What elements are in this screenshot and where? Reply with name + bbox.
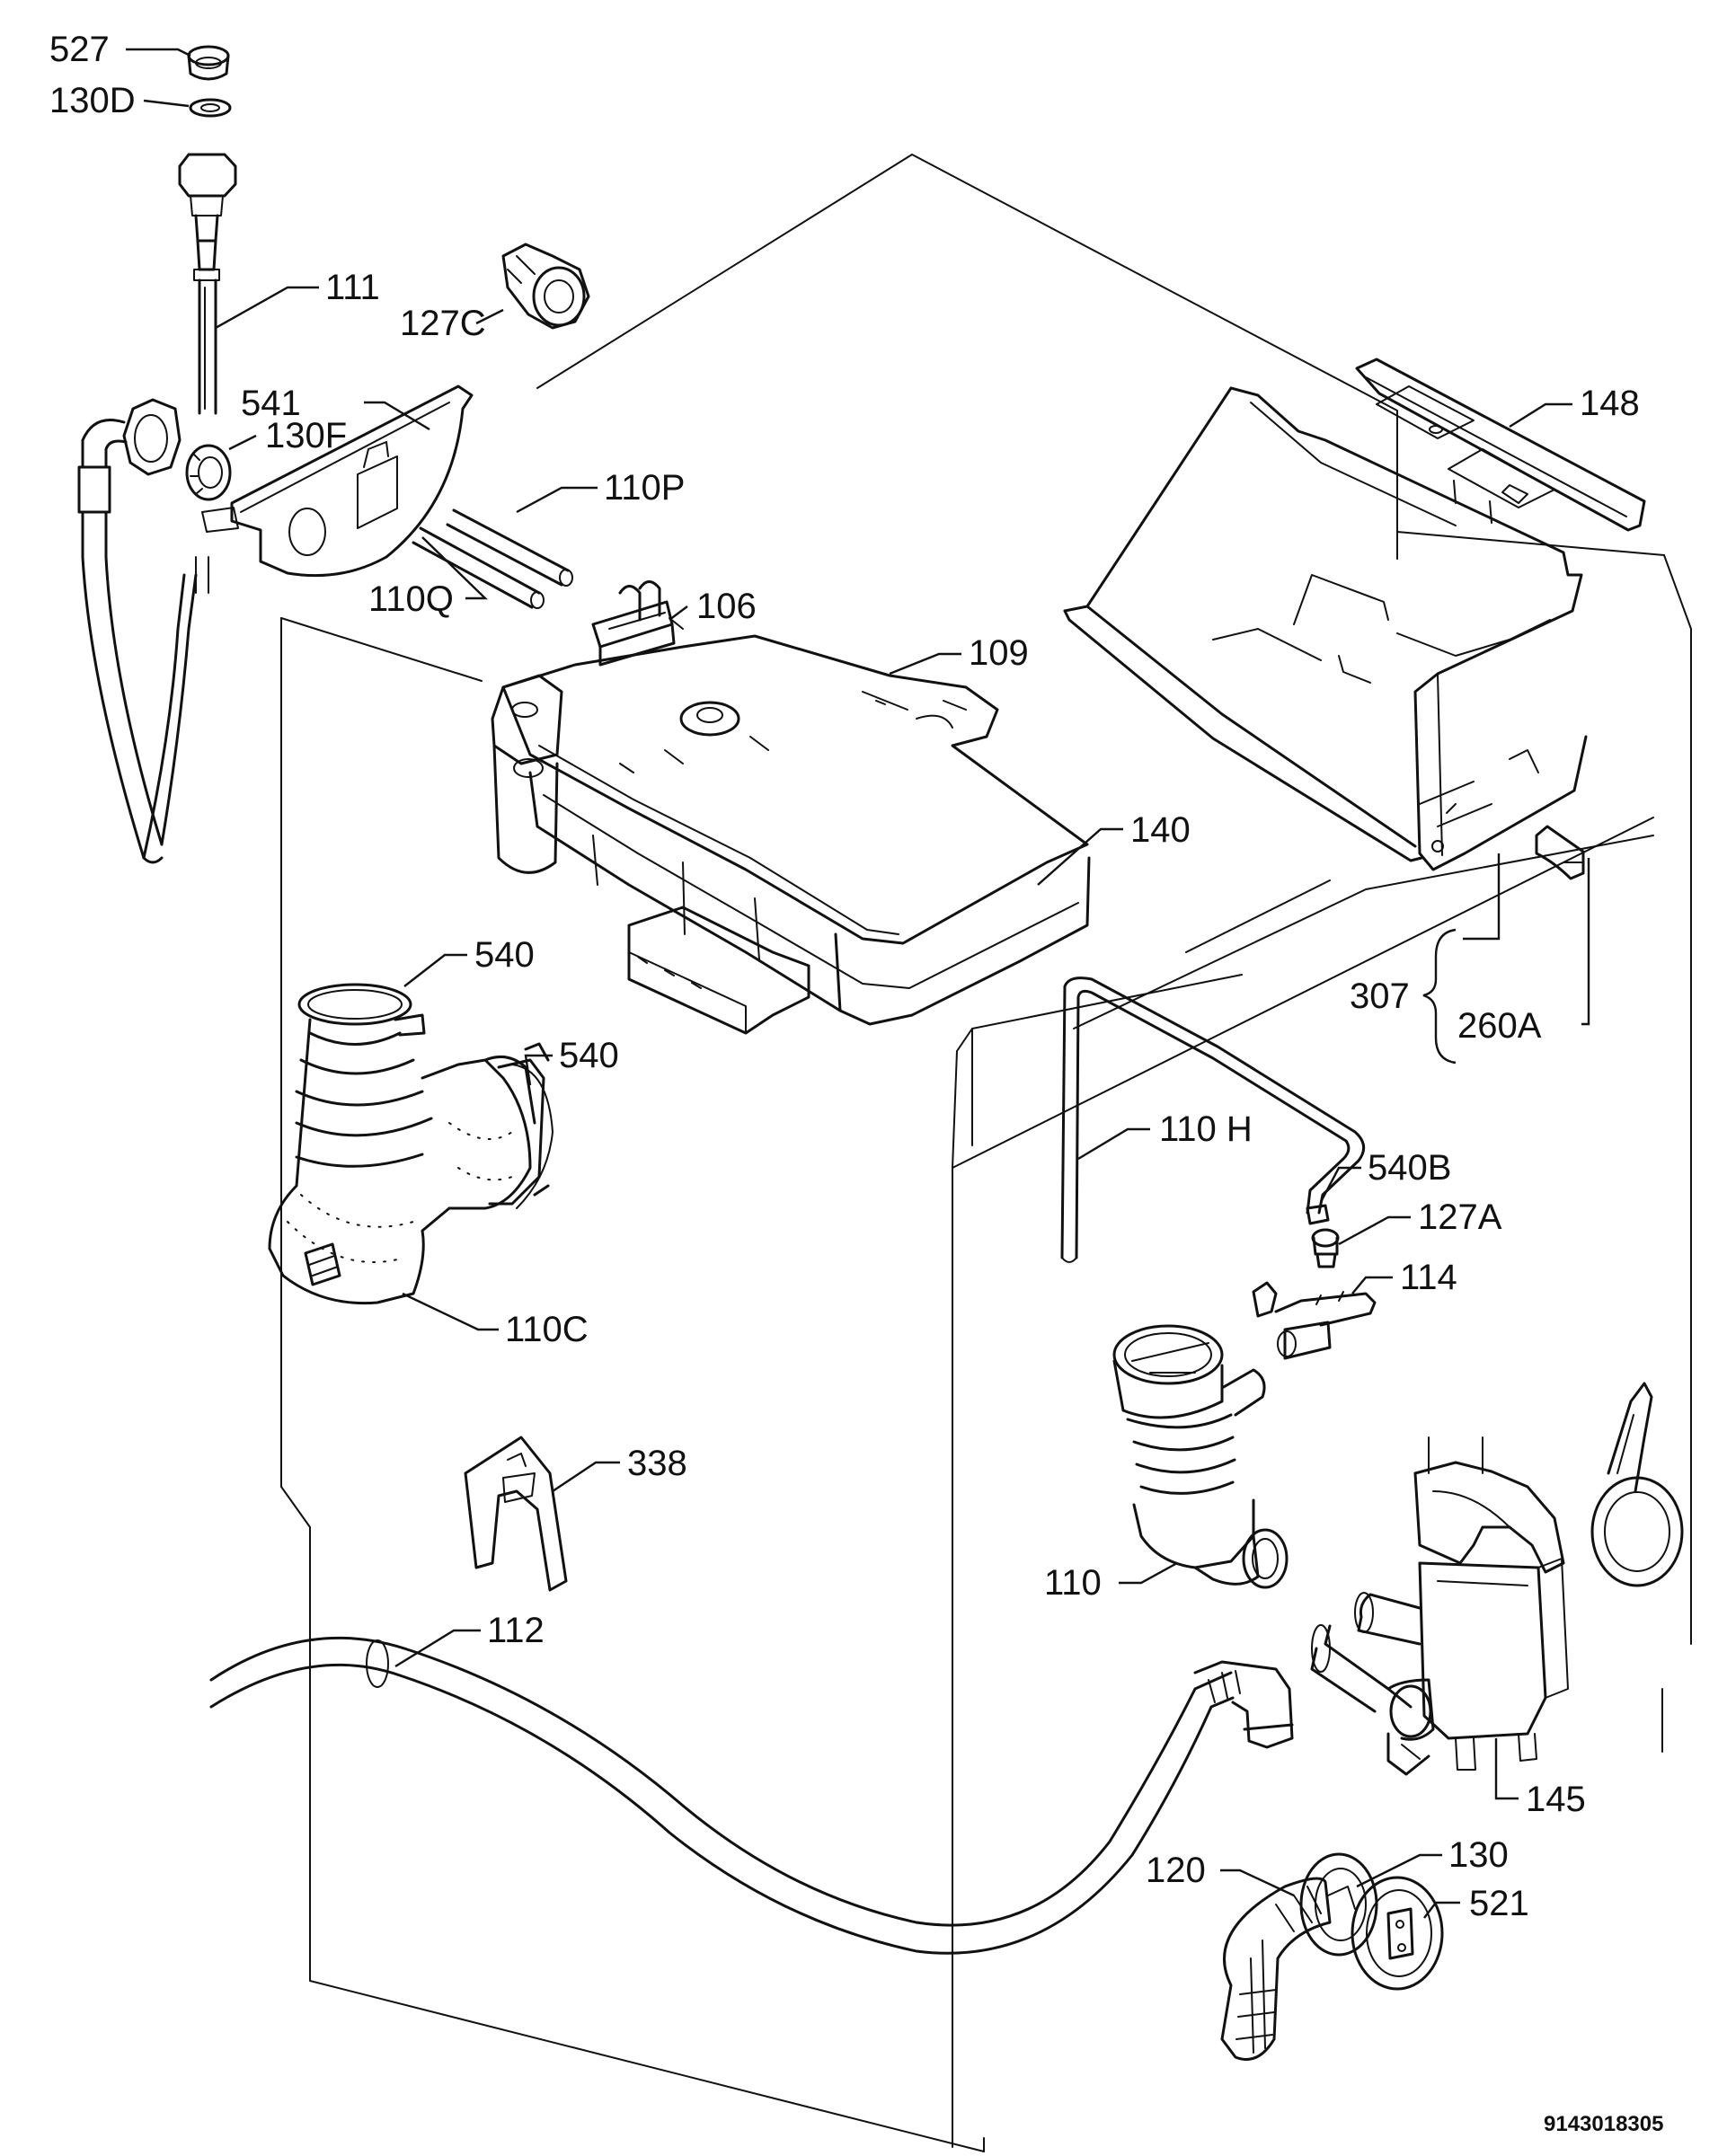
u-bracket-338 [464,1436,568,1592]
bracket-307 [1422,928,1457,1065]
valve-106 [591,580,684,667]
label-127a: 127A [1418,1197,1502,1237]
label-338: 338 [627,1444,687,1483]
label-148: 148 [1580,384,1640,423]
label-111: 111 [325,268,380,307]
dispenser-housing-109-140 [491,634,1091,1035]
label-260a: 260A [1457,1006,1542,1046]
label-127c: 127C [400,304,486,343]
label-109: 109 [969,633,1029,673]
label-140: 140 [1130,810,1191,850]
label-307: 307 [1350,976,1410,1016]
label-145: 145 [1526,1780,1586,1819]
label-110q: 110Q [368,579,454,619]
fittings-540b-127a [1306,1204,1340,1268]
label-521: 521 [1469,1884,1529,1923]
label-120: 120 [1146,1851,1206,1890]
tube-110h [1060,976,1366,1263]
filter-cup-127c [501,243,590,330]
cabinet-outline [280,154,1692,2152]
label-130d: 130D [49,81,136,120]
label-527: 527 [49,30,110,69]
dispenser-drawer-307 [1063,386,1588,871]
label-112: 112 [487,1611,545,1650]
hoses-110p-110q [412,508,573,609]
label-540b: 540B [1368,1148,1451,1188]
label-110h: 110 H [1159,1109,1253,1149]
drawing-code: 9143018305 [1544,2112,1663,2136]
leader-lines [126,48,1590,1919]
label-540-side: 540 [559,1036,619,1075]
drain-bellows-110 [1112,1324,1289,1589]
pump-housing-145 [1310,1382,1684,1776]
callout-labels: 527 130D 111 127C 541 130F 110P 110Q 106… [49,30,1663,2136]
label-110p: 110P [604,468,685,508]
label-130: 130 [1448,1835,1509,1875]
drain-hose-112 [209,1636,1294,1955]
clip-260a [1535,825,1585,880]
label-110c: 110C [505,1310,589,1349]
level-switch-114 [1252,1281,1377,1360]
top-panel-148 [1355,358,1646,532]
label-114: 114 [1400,1258,1457,1297]
label-130f: 130F [265,416,347,455]
label-541: 541 [241,384,301,423]
inlet-hose-111 [77,45,237,864]
rear-bracket-541 [201,384,474,578]
label-106: 106 [696,587,757,626]
label-110: 110 [1044,1563,1102,1603]
filter-120-130-521 [1220,1852,1444,2061]
label-540-top: 540 [474,935,535,975]
ring-130f [185,444,232,501]
bellows-110c [268,983,554,1305]
